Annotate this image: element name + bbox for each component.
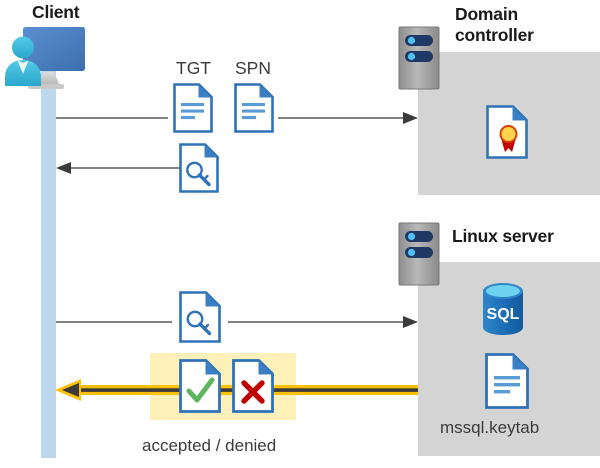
key-document-icon-response xyxy=(178,142,220,194)
domain-controller-title-line2: controller xyxy=(455,25,534,45)
key-document-icon-request xyxy=(178,290,222,344)
flow-arrow-key-response xyxy=(56,158,418,178)
document-icon-tgt xyxy=(172,82,214,134)
flow-arrow-tgt-spn-request xyxy=(56,108,418,128)
svg-text:SQL: SQL xyxy=(487,306,520,323)
denied-cross-document-icon xyxy=(231,358,275,414)
document-icon-keytab xyxy=(484,352,530,410)
keytab-filename-label: mssql.keytab xyxy=(440,418,540,437)
tgt-label: TGT xyxy=(176,58,211,78)
linux-server-title: Linux server xyxy=(452,226,554,246)
client-title: Client xyxy=(32,2,80,22)
server-rack-icon-domain-controller xyxy=(398,26,442,92)
document-icon-spn xyxy=(233,82,275,134)
accepted-denied-label: accepted / denied xyxy=(142,436,277,455)
server-rack-icon-linux xyxy=(398,222,442,288)
domain-controller-title: Domain controller xyxy=(455,4,600,46)
domain-controller-title-line1: Domain xyxy=(455,4,518,24)
sql-database-icon: SQL xyxy=(477,280,529,338)
flow-arrow-key-request xyxy=(56,312,418,332)
accepted-check-document-icon xyxy=(178,358,222,414)
spn-label: SPN xyxy=(235,58,271,78)
client-lifeline-bar xyxy=(41,68,56,458)
certificate-document-icon xyxy=(485,104,529,160)
client-workstation-icon xyxy=(4,22,92,98)
